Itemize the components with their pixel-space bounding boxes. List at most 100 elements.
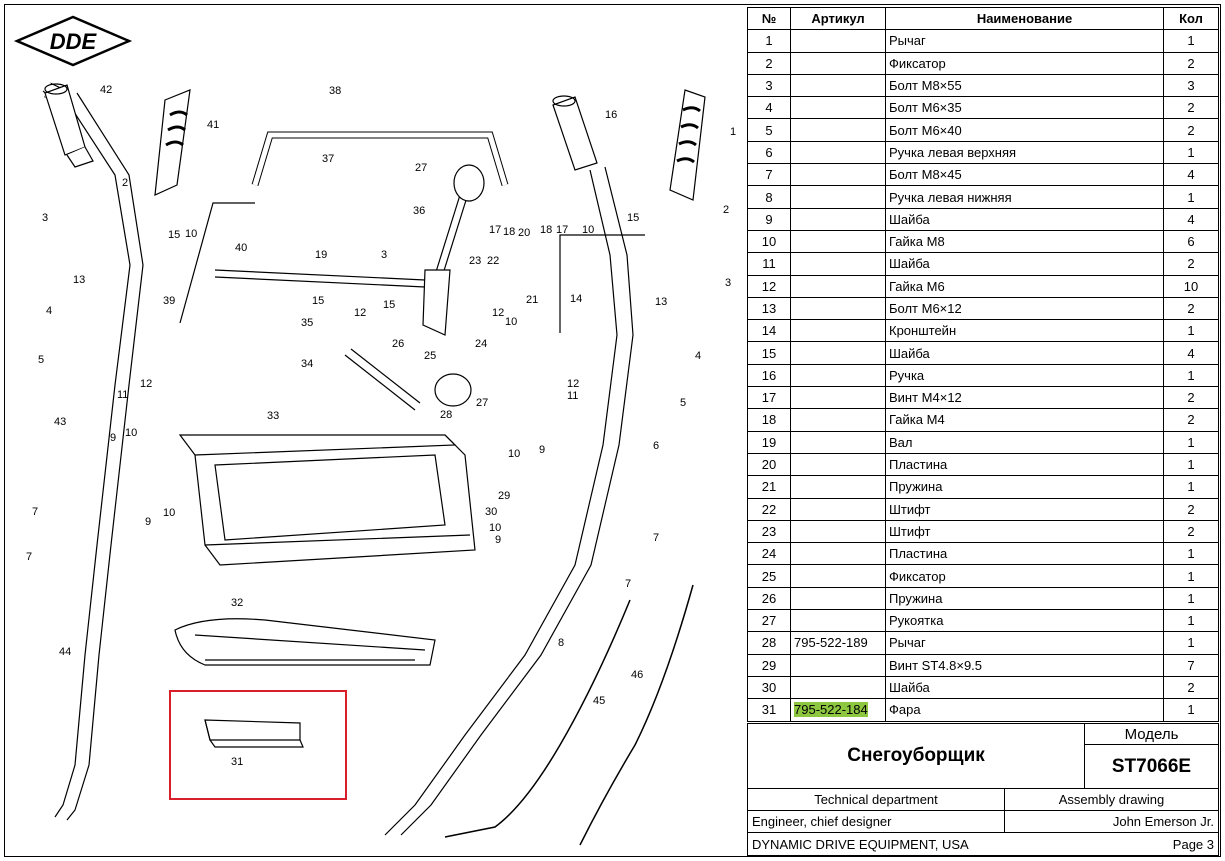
cell-no: 7: [747, 163, 791, 187]
table-header-row: № Артикул Наименование Кол: [747, 6, 1219, 31]
cell-name: Пластина: [885, 542, 1164, 566]
cell-qty-text: 6: [1187, 234, 1195, 250]
cell-name: Штифт: [885, 497, 1164, 521]
cell-name: Кронштейн: [885, 319, 1164, 343]
callout-7d: 7: [625, 578, 631, 590]
cell-name: Шайба: [885, 207, 1164, 231]
cell-qty-text: 1: [1187, 635, 1195, 651]
callout-28: 28: [440, 409, 452, 421]
cell-article: [790, 564, 886, 588]
header-article: Артикул: [790, 6, 886, 31]
cell-no-text: 3: [765, 78, 773, 94]
callout-3b: 3: [381, 249, 387, 261]
cell-no: 8: [747, 185, 791, 209]
cell-qty-text: 2: [1187, 122, 1195, 138]
cell-name-text: Гайка М6: [889, 278, 945, 294]
cell-name-text: Пружина: [889, 590, 943, 606]
cell-article: 795-522-184: [790, 698, 886, 722]
callout-10d: 10: [582, 224, 594, 236]
cell-article: [790, 363, 886, 388]
cell-article: [790, 207, 886, 231]
callout-22: 22: [487, 255, 499, 267]
cell-no-text: 26: [761, 590, 777, 606]
cell-name: Пластина: [885, 452, 1164, 477]
callout-3: 3: [42, 212, 48, 224]
lever-41: [154, 89, 191, 196]
cell-article: [790, 252, 886, 276]
person: John Emerson Jr.: [1004, 810, 1219, 833]
cell-no: 11: [747, 252, 791, 276]
cell-name-text: Болт М6×40: [889, 122, 962, 138]
model-number: ST7066E: [1084, 744, 1219, 789]
cell-no: 27: [747, 609, 791, 633]
cell-no-text: 15: [761, 345, 777, 361]
callout-10: 10: [125, 427, 137, 439]
cell-no-text: 22: [761, 501, 777, 517]
cell-name: Рычаг: [885, 631, 1164, 655]
callout-14: 14: [570, 293, 582, 305]
callout-44: 44: [59, 646, 71, 658]
cell-qty: 7: [1163, 653, 1219, 677]
callout-8: 8: [558, 637, 564, 649]
cell-no: 6: [747, 140, 791, 165]
cell-article: [790, 341, 886, 365]
header-name: Наименование: [885, 6, 1164, 31]
cell-qty: 2: [1163, 386, 1219, 410]
cell-name: Винт ST4.8×9.5: [885, 653, 1164, 677]
department: Technical department: [747, 788, 1005, 811]
title-block: Снегоуборщик Модель ST7066E Technical de…: [747, 723, 1219, 856]
cell-no: 30: [747, 675, 791, 700]
cell-name: Гайка М6: [885, 274, 1164, 298]
cell-article: [790, 430, 886, 454]
cell-qty: 2: [1163, 519, 1219, 544]
cell-qty: 1: [1163, 452, 1219, 477]
cell-name: Винт М4×12: [885, 386, 1164, 410]
cell-name-text: Винт ST4.8×9.5: [889, 657, 983, 673]
callout-29: 29: [498, 490, 510, 502]
callout-7: 7: [32, 506, 38, 518]
callout-2: 2: [122, 177, 128, 189]
cell-no-text: 24: [761, 546, 777, 562]
callout-2b: 2: [723, 204, 729, 216]
callout-7b: 7: [26, 551, 32, 563]
header-no: №: [747, 6, 791, 31]
cell-article: [790, 140, 886, 165]
callout-17b: 17: [556, 224, 568, 236]
cell-name-text: Шайба: [889, 256, 930, 272]
cell-name: Гайка М8: [885, 229, 1164, 254]
cell-name-text: Пластина: [889, 457, 948, 473]
cell-qty-text: 10: [1183, 278, 1199, 294]
cell-article: [790, 229, 886, 254]
callout-6: 6: [653, 440, 659, 452]
cell-no-text: 30: [761, 680, 777, 696]
cell-article: [790, 497, 886, 521]
cell-qty-text: 1: [1187, 367, 1195, 383]
callout-18b: 18: [540, 224, 552, 236]
cell-qty-text: 7: [1187, 657, 1195, 673]
cell-no: 15: [747, 341, 791, 365]
cell-qty-text: 1: [1187, 144, 1195, 160]
cell-no: 22: [747, 497, 791, 521]
cell-name: Рукоятка: [885, 609, 1164, 633]
cell-qty: 2: [1163, 252, 1219, 276]
cell-article: [790, 675, 886, 700]
cell-name: Болт М6×40: [885, 118, 1164, 142]
cell-no: 19: [747, 430, 791, 454]
cell-no-text: 18: [761, 412, 777, 428]
cell-qty: 2: [1163, 51, 1219, 75]
cell-name-text: Фиксатор: [889, 55, 946, 71]
callout-10f: 10: [508, 448, 520, 460]
